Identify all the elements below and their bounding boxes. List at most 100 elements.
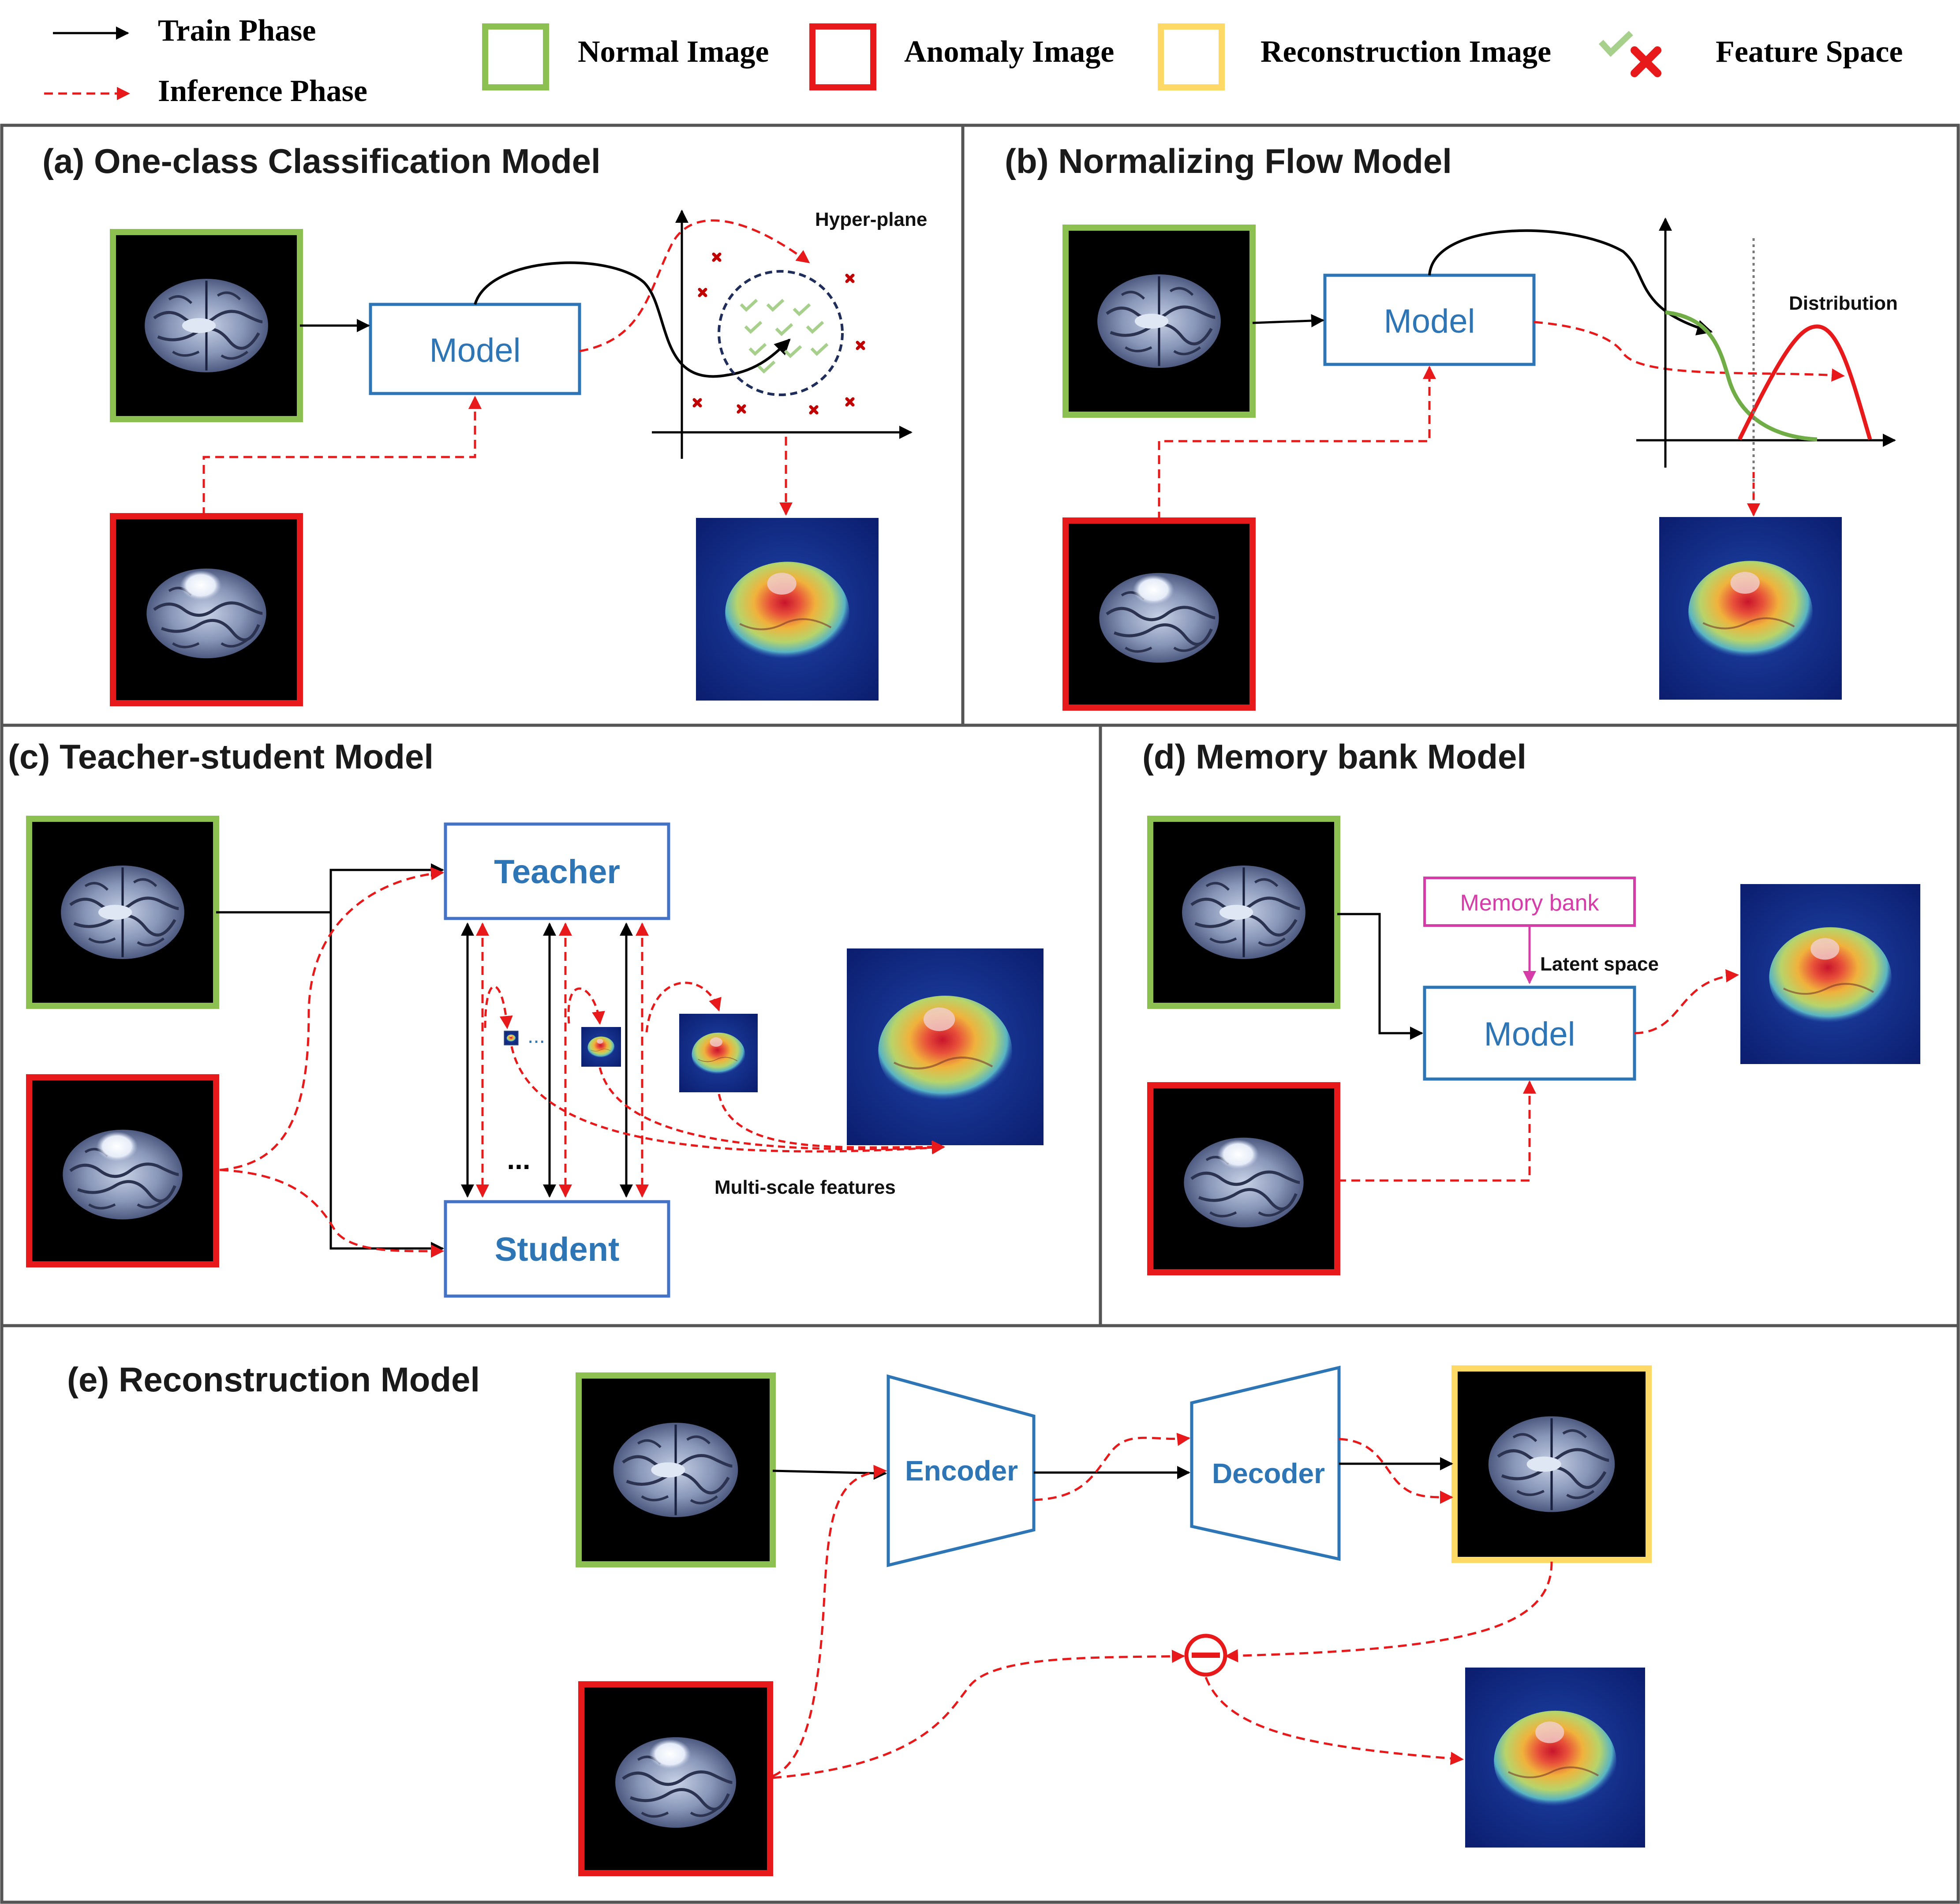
panel-b: (b) Normalizing Flow Model Model Distrib… [1005,142,1898,711]
legend-train-phase: Train Phase [158,14,316,48]
panel-e-anomaly-image [581,1684,770,1873]
panel-b-heatmap [1659,517,1842,700]
panel-d: (d) Memory bank Model Memory bank Latent… [1142,737,1920,1275]
panel-e-decoder-shape [1190,1365,1341,1561]
panel-e-inference-anomaly-to-minus [772,1649,1185,1779]
panel-a-inference-arrow-2 [579,219,810,352]
panel-b-model-label: Model [1384,303,1475,340]
panel-c-title: (c) Teacher-student Model [8,737,434,776]
panel-e-normal-frame [576,1372,776,1567]
panel-d-title: (d) Memory bank Model [1142,737,1526,776]
panel-a-title: (a) One-class Classification Model [42,142,601,180]
legend-inference-phase: Inference Phase [158,74,367,108]
panel-d-latent-space-label: Latent space [1540,953,1659,975]
legend-anomaly-image: Anomaly Image [904,35,1114,69]
panel-c-arrow-to-small [567,987,605,1025]
panel-b-train-arrow-1 [1252,314,1324,328]
panel-a-model-box [369,303,581,395]
panel-c-feature-links [461,922,649,1198]
panel-e-encoder-label: Encoder [905,1455,1018,1487]
panel-e-inference-decoder-to-recon [1339,1438,1453,1504]
panel-e-inference-anomaly-to-encoder [772,1465,887,1777]
legend-reconstruction-image: Reconstruction Image [1261,35,1551,69]
panel-c-feature-tiny [505,1031,518,1045]
panel-c-arrow-tiny-to-heat [510,1046,945,1154]
panel-c-train-arrow-student [329,912,444,1255]
panel-e-title: (e) Reconstruction Model [67,1360,480,1399]
panel-e-encoder-shape [886,1374,1036,1567]
legend-cross-icon [1631,46,1661,77]
panel-d-normal-frame [1147,816,1340,1009]
panel-borders [0,124,1960,1904]
panel-c-train-arrow-teacher [216,863,444,914]
panel-b-train-arrow-2 [1428,229,1713,336]
panel-b-normal-image [1066,228,1253,415]
panel-a-anomaly-features [692,252,865,415]
legend-normal-swatch [482,23,549,90]
panel-e-train-arrow-1 [772,1466,887,1480]
panel-e: (e) Reconstruction Model Encoder Decoder [67,1360,1652,1876]
panel-c: (c) Teacher-student Model Teacher Studen… [8,737,1044,1298]
panel-c-ellipsis-small: ... [527,1024,545,1048]
panel-a-inference-arrow-1 [202,396,482,516]
panel-e-reconstruction-frame [1451,1365,1652,1563]
panel-d-normal-image [1150,819,1337,1006]
panel-d-train-arrow [1337,913,1423,1040]
panel-c-inference-arrow-teacher [219,867,444,1171]
panel-b-distribution-label: Distribution [1789,292,1898,314]
panel-a-model-label: Model [430,332,521,369]
panel-c-arrow-medium-to-heat [718,1094,945,1154]
panel-c-multiscale-label: Multi-scale features [714,1177,896,1198]
panel-b-inference-arrow-2 [1534,321,1845,382]
panel-d-anomaly-frame [1147,1082,1340,1275]
panel-b-normal-frame [1062,225,1256,418]
panel-b-anomaly-distribution [1737,324,1872,440]
panel-d-memory-bank-box [1423,877,1636,927]
panel-d-inference-arrow-2 [1634,969,1739,1034]
panel-d-heatmap [1740,884,1920,1064]
panel-e-normal-image [581,1376,770,1564]
legend-anomaly-swatch [809,23,876,90]
panel-c-student-box [444,1200,670,1298]
legend-normal-image: Normal Image [578,35,769,69]
panel-b-anomaly-image [1066,521,1253,708]
panel-a-normal-image [113,232,300,419]
panel-a-normal-features [740,299,829,374]
panel-a-hyperplane-circle [718,270,844,396]
legend-reconstruction-swatch [1158,23,1225,90]
panel-a-anomaly-frame [110,513,303,706]
panel-e-anomaly-frame [578,1681,773,1876]
panel-d-inference-arrow-1 [1337,1080,1536,1182]
panel-c-heatmap [847,948,1044,1145]
panel-e-heatmap [1465,1668,1645,1848]
panel-d-anomaly-image [1150,1085,1337,1272]
panel-c-ellipsis-mid: ... [507,1143,530,1175]
panel-c-arrow-to-tiny [484,985,513,1029]
panel-a-heatmap [696,518,879,701]
panel-e-subtract-icon [1184,1634,1227,1677]
panel-c-anomaly-image [29,1077,216,1264]
panel-c-normal-image [29,819,216,1006]
panel-c-inference-arrow-student [219,1169,444,1258]
panel-c-feature-small [581,1027,621,1067]
panel-c-feature-tiny-frame [504,1031,519,1046]
legend-check-icon [1598,30,1633,57]
panel-c-arrow-to-medium [645,982,722,1033]
panel-e-inference-minus-to-heat [1204,1677,1464,1765]
panel-e-inference-recon-to-minus [1225,1561,1553,1663]
panel-a-anomaly-image [113,516,300,703]
panel-b-normal-distribution [1665,310,1818,442]
panel-b-title: (b) Normalizing Flow Model [1005,142,1452,180]
panel-c-teacher-label: Teacher [494,853,620,891]
outer-border [0,124,1960,1904]
legend-feature-space: Feature Space [1716,35,1903,69]
panel-e-reconstruction-image [1456,1368,1647,1560]
panel-e-decoder-label: Decoder [1212,1458,1325,1489]
panel-c-student-label: Student [495,1231,620,1268]
legend: Train Phase Inference Phase Normal Image… [44,14,1903,108]
panel-d-model-label: Model [1484,1016,1575,1053]
panel-c-teacher-box [444,822,670,920]
panel-c-anomaly-frame [26,1074,219,1267]
